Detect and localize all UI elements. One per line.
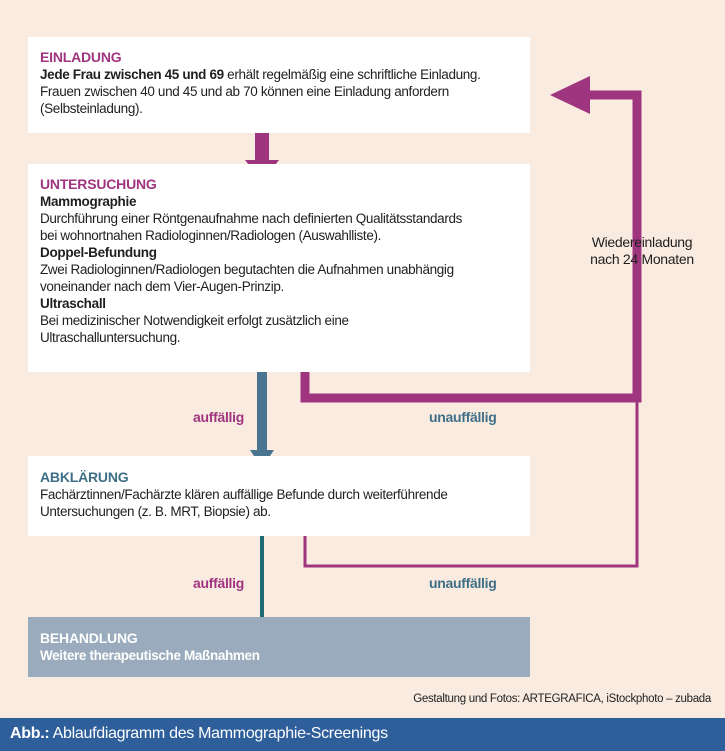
wiedereinladung-line2: nach 24 Monaten — [590, 251, 694, 267]
section-line: bei wohnortnahen Radiologinnen/Radiologe… — [40, 228, 382, 243]
label-auffaellig-1: auffällig — [193, 409, 244, 425]
loop-unauffaellig-abklaerung — [303, 398, 639, 568]
box-abklaerung: ABKLÄRUNG Fachärztinnen/Fachärzte klären… — [28, 456, 530, 536]
caption-bar: Abb.: Ablaufdiagramm des Mammographie-Sc… — [0, 718, 725, 751]
section-heading-doppel-befundung: Doppel-Befundung — [40, 245, 157, 260]
arrow-untersuchung-to-abklaerung — [250, 372, 274, 468]
section-line: Ultraschalluntersuchung. — [40, 330, 181, 345]
caption-text: Ablaufdiagramm des Mammographie-Screenin… — [49, 725, 388, 742]
section-heading-ultraschall: Ultraschall — [40, 296, 106, 311]
einladung-line1-bold: Jede Frau zwischen 45 und 69 — [40, 67, 224, 82]
behandlung-line1: Weitere therapeutische Maßnahmen — [40, 648, 260, 663]
abklaerung-title: ABKLÄRUNG — [40, 469, 129, 485]
section-heading-mammographie: Mammographie — [40, 194, 137, 209]
box-behandlung: BEHANDLUNG Weitere therapeutische Maßnah… — [28, 617, 530, 677]
einladung-line2: Frauen zwischen 40 und 45 und ab 70 könn… — [40, 84, 449, 99]
wiedereinladung-line1: Wiedereinladung — [591, 234, 693, 250]
einladung-line1-rest: erhält regelmäßig eine schriftliche Einl… — [223, 67, 481, 82]
section-line: Bei medizinischer Notwendigkeit erfolgt … — [40, 313, 349, 328]
label-unauffaellig-2: unauffällig — [429, 575, 497, 591]
box-untersuchung: UNTERSUCHUNG Mammographie Durchführung e… — [28, 164, 530, 372]
abklaerung-line2: Untersuchungen (z. B. MRT, Biopsie) ab. — [40, 504, 271, 519]
caption-prefix: Abb.: — [10, 725, 50, 742]
loop-return-arrowhead — [550, 76, 590, 114]
einladung-line1: Jede Frau zwischen 45 und 69 erhält rege… — [40, 66, 530, 83]
image-credit: Gestaltung und Fotos: ARTEGRAFICA, iStoc… — [413, 693, 711, 705]
arrow-abklaerung-to-behandlung — [256, 536, 268, 625]
einladung-title: EINLADUNG — [40, 49, 122, 65]
einladung-line3: (Selbsteinladung). — [40, 101, 143, 116]
untersuchung-title: UNTERSUCHUNG — [40, 176, 157, 192]
abklaerung-line1: Fachärztinnen/Fachärzte klären auffällig… — [40, 487, 448, 502]
label-wiedereinladung: Wiedereinladung nach 24 Monaten — [572, 234, 712, 268]
behandlung-title: BEHANDLUNG — [40, 630, 138, 646]
label-auffaellig-2: auffällig — [193, 575, 244, 591]
label-unauffaellig-1: unauffällig — [429, 409, 497, 425]
box-einladung: EINLADUNG Jede Frau zwischen 45 und 69 e… — [28, 37, 530, 133]
section-line: Durchführung einer Röntgenaufnahme nach … — [40, 211, 463, 226]
section-line: Zwei Radiologinnen/Radiologen begutachte… — [40, 262, 454, 277]
section-line: voneinander nach dem Vier-Augen-Prinzip. — [40, 279, 284, 294]
